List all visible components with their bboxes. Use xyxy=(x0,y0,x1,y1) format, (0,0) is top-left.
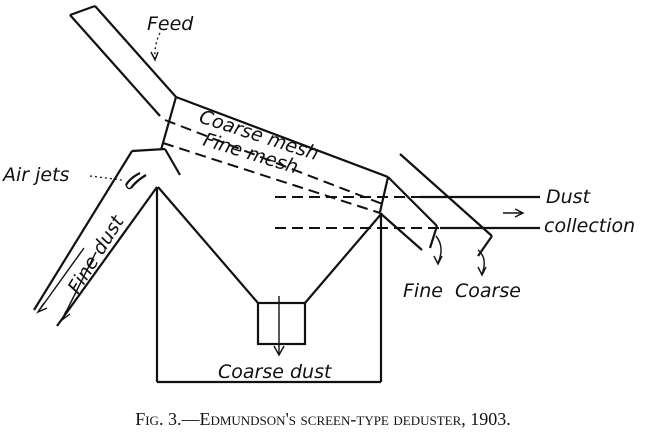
hopper xyxy=(157,186,383,346)
air-jets-leader xyxy=(89,175,123,181)
fine-mesh-line xyxy=(162,142,381,214)
dust-label: Dust xyxy=(546,186,592,208)
coarse-dust-arrow xyxy=(273,296,285,357)
figure-caption: Fig. 3.—Edmundson's screen-type deduster… xyxy=(135,409,511,429)
fine-dust-arrows xyxy=(36,247,97,323)
discharge-chutes xyxy=(379,153,493,257)
screen-housing xyxy=(159,95,390,213)
air-jets-label: Air jets xyxy=(1,164,70,186)
air-jet-nozzle-icon xyxy=(125,172,147,190)
feed-chute xyxy=(69,4,177,117)
coarse-dust-label: Coarse dust xyxy=(218,361,333,383)
feed-leader-arrow xyxy=(150,51,159,62)
fine-outlet-label: Fine xyxy=(403,280,443,302)
dust-collection-duct xyxy=(275,195,540,230)
fine-dust-label: Fine dust xyxy=(64,211,130,298)
outer-casing xyxy=(155,187,383,384)
feed-label: Feed xyxy=(147,13,194,35)
coarse-mesh-line xyxy=(164,119,386,206)
dust-collection-arrow xyxy=(503,208,525,218)
collection-label: collection xyxy=(544,215,635,237)
discharge-arrows xyxy=(433,235,487,277)
figure-title: Edmundson's screen-type deduster, 1903. xyxy=(199,409,510,429)
caption-dash: — xyxy=(180,409,200,429)
figure-number: Fig. 3. xyxy=(135,409,181,429)
coarse-outlet-label: Coarse xyxy=(455,280,521,302)
air-jet-hood xyxy=(33,147,181,327)
